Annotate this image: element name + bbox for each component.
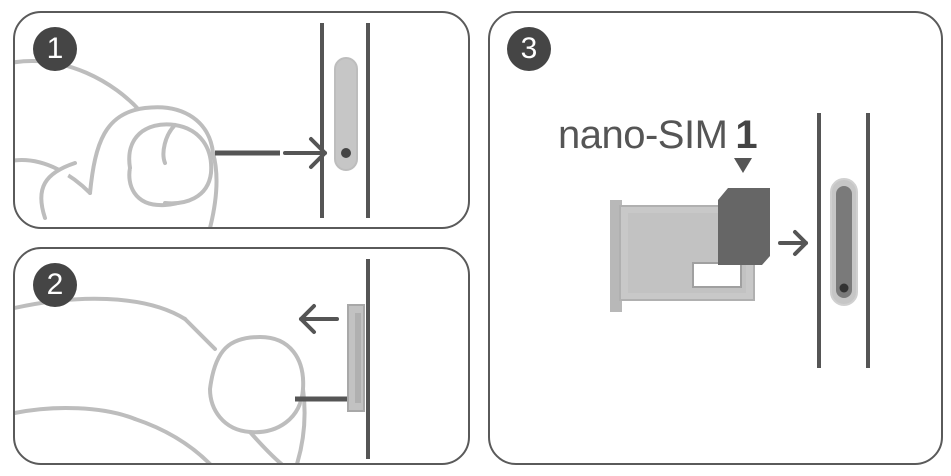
finger-icon xyxy=(15,59,219,227)
step-1-illustration xyxy=(15,23,370,227)
step-2-illustration xyxy=(15,259,370,463)
step-badge-3: 3 xyxy=(507,27,551,71)
step-3-illustration xyxy=(610,113,870,368)
arrow-right-icon xyxy=(778,230,808,256)
tray-pulled-out-icon xyxy=(347,304,365,412)
down-triangle-icon xyxy=(734,158,752,173)
step-2-panel: 2 xyxy=(13,247,470,465)
pin-hole-icon xyxy=(839,283,849,293)
sim-tray-slot-icon xyxy=(334,57,358,171)
arrow-right-icon xyxy=(283,137,327,169)
nano-sim-card-icon xyxy=(718,188,770,265)
finger-icon xyxy=(15,296,307,463)
arrow-left-icon xyxy=(299,304,339,334)
step-badge-2: 2 xyxy=(33,263,77,307)
step-1-panel: 1 xyxy=(13,11,470,229)
sim-slot-inner xyxy=(836,186,852,298)
step-badge-1: 1 xyxy=(33,27,77,71)
nano-sim-text: nano-SIM xyxy=(558,113,728,157)
sim-slot-number: 1 xyxy=(735,113,758,157)
pin-hole-icon xyxy=(341,148,351,158)
